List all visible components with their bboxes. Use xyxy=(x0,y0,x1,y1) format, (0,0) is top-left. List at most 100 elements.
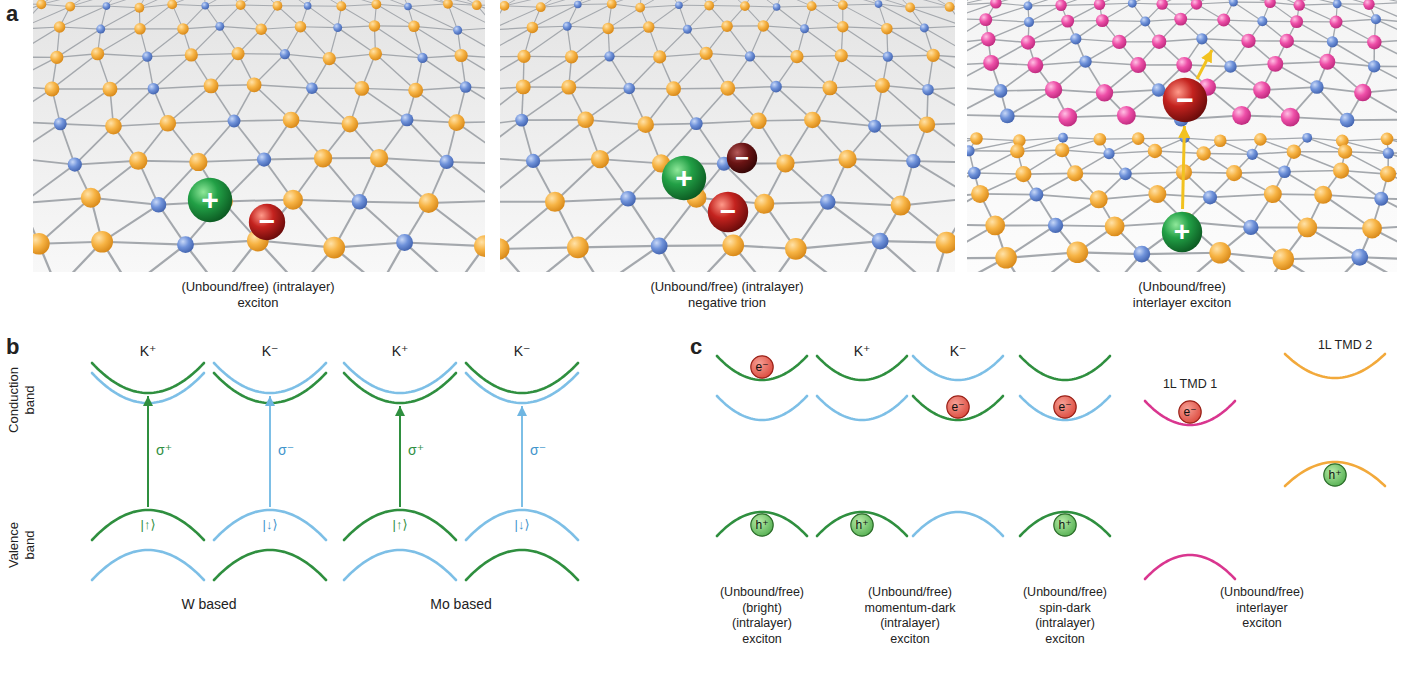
node-circle xyxy=(1054,396,1076,418)
bond xyxy=(541,0,590,7)
bond xyxy=(1260,138,1307,140)
node-circle xyxy=(751,514,773,536)
atom xyxy=(1058,108,1077,127)
node-circle xyxy=(851,514,873,536)
material-label: Mo based xyxy=(430,596,491,614)
bond xyxy=(172,4,205,5)
atom xyxy=(754,194,774,214)
bond xyxy=(555,199,628,202)
atom xyxy=(1067,242,1089,264)
atom xyxy=(304,2,312,10)
electron-circle: e⁻ xyxy=(946,395,970,419)
bond xyxy=(1342,139,1387,141)
atom xyxy=(1314,186,1332,204)
atom xyxy=(776,154,794,172)
bond xyxy=(796,241,880,249)
atom xyxy=(881,23,893,35)
valence-band-curve xyxy=(466,550,578,580)
bond xyxy=(659,244,733,247)
atom xyxy=(1196,33,1207,44)
atom xyxy=(306,82,318,94)
bond xyxy=(140,4,172,28)
electron-sphere: − xyxy=(1162,77,1208,123)
atom xyxy=(838,150,856,168)
atom xyxy=(1140,16,1150,26)
atom xyxy=(273,1,283,11)
atom xyxy=(623,83,635,95)
bond xyxy=(887,29,933,56)
atom xyxy=(1241,34,1255,48)
atom xyxy=(835,49,848,62)
bond xyxy=(33,0,34,6)
atom xyxy=(215,22,224,31)
bond xyxy=(1138,138,1184,140)
atom xyxy=(231,47,244,60)
particle-sign: e⁻ xyxy=(1058,401,1071,413)
spin-state: |↑⟩ xyxy=(141,517,156,533)
bond xyxy=(500,247,578,249)
bond xyxy=(33,165,75,204)
bond xyxy=(1283,257,1359,259)
atom xyxy=(1010,144,1024,158)
atom xyxy=(1380,166,1396,182)
atom xyxy=(922,84,934,96)
electron-sphere: − xyxy=(707,191,749,233)
bond xyxy=(1181,18,1224,20)
atom xyxy=(336,1,346,11)
atom xyxy=(690,117,703,130)
atom xyxy=(177,236,194,253)
bond xyxy=(600,159,661,163)
atom xyxy=(185,48,198,61)
hole-circle: h⁺ xyxy=(750,513,774,537)
atom xyxy=(637,116,654,133)
bond xyxy=(1233,2,1262,21)
atom xyxy=(979,13,992,26)
atom xyxy=(103,82,118,97)
valley-label: K⁺ xyxy=(392,343,409,361)
conduction-band-curve xyxy=(717,356,807,380)
atom xyxy=(790,50,803,63)
atom xyxy=(517,50,530,63)
hole-circle: h⁺ xyxy=(850,513,874,537)
valence-band-curve xyxy=(344,510,456,540)
atom xyxy=(983,55,999,71)
lattice-panel xyxy=(967,0,1397,272)
atom xyxy=(773,3,781,11)
bond xyxy=(70,0,119,7)
node-circle xyxy=(1179,401,1201,423)
atom xyxy=(750,112,767,129)
atom xyxy=(1264,0,1275,8)
bond xyxy=(777,7,805,29)
valley-label: K⁺ xyxy=(854,343,871,361)
electron-circle: e⁻ xyxy=(1053,395,1077,419)
atom xyxy=(352,194,368,210)
bond xyxy=(153,86,211,89)
atom xyxy=(919,116,936,133)
atom xyxy=(1203,190,1217,204)
valence-band-curve xyxy=(717,512,807,536)
bond xyxy=(567,4,611,26)
atom xyxy=(804,112,821,129)
atom xyxy=(54,21,66,33)
bond xyxy=(423,58,466,87)
transition-arrow xyxy=(521,406,523,507)
atom xyxy=(906,154,920,168)
atom xyxy=(785,238,807,260)
valence-band-curve xyxy=(1020,512,1110,536)
bond xyxy=(763,26,797,57)
bond xyxy=(1388,0,1397,3)
valence-band-curve xyxy=(466,510,578,540)
bond xyxy=(60,89,110,124)
atom xyxy=(1079,55,1091,67)
transition-arrow xyxy=(399,406,401,507)
atom xyxy=(474,235,485,257)
particle-sign: − xyxy=(735,146,749,170)
electron-sphere: − xyxy=(248,203,286,241)
atom xyxy=(1354,84,1371,101)
bond xyxy=(147,29,183,57)
atom xyxy=(105,118,122,135)
bond xyxy=(338,28,376,54)
atom xyxy=(1024,17,1034,27)
bond xyxy=(888,55,933,56)
node-circle xyxy=(662,156,706,200)
